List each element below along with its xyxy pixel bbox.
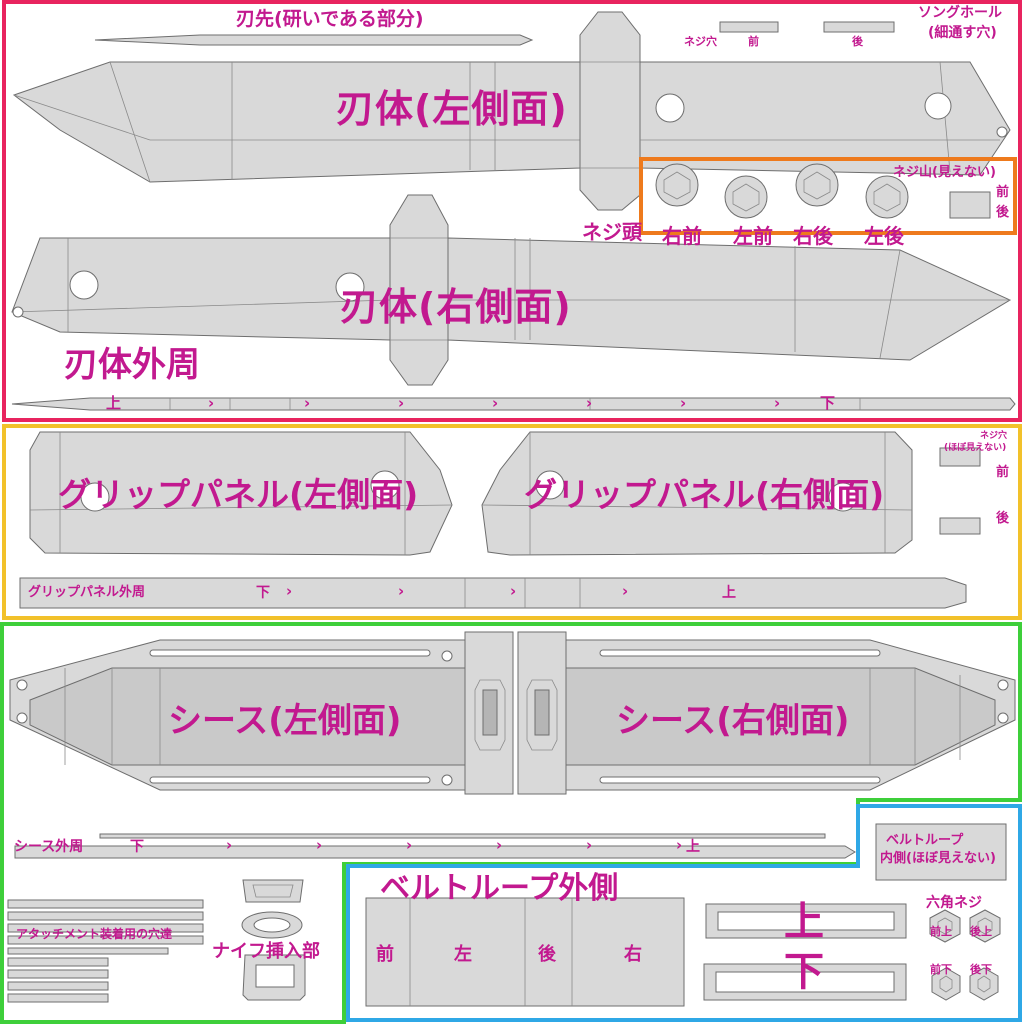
tang-hole-label-line1: ソングホール: [918, 5, 1002, 21]
belt-side-front: 前: [376, 944, 394, 965]
hex-back-up: 後上: [970, 925, 992, 938]
grip-arrow-1: ›: [286, 582, 293, 600]
hex-screw-meshes: [929, 909, 1001, 1001]
grip-hole-label: ネジ穴: [980, 431, 1008, 441]
blade-arrow-4: ›: [492, 394, 499, 412]
grip-perimeter-down: 下: [256, 585, 270, 601]
blade-arrow-6: ›: [680, 394, 687, 412]
screw-thread-label: ネジ山(見えない): [893, 165, 996, 180]
attachment-holes-meshes: [7, 899, 204, 1003]
screw-head-right-back: 右後: [793, 224, 833, 248]
blade-arrow-5: ›: [586, 394, 593, 412]
screw-head-label: ネジ頭: [582, 220, 642, 244]
grip-hole-sub: (ほぼ見えない): [944, 443, 1007, 453]
screw-thread-front: 前: [996, 185, 1010, 200]
belt-outer-mesh: [365, 897, 685, 1007]
blade-arrow-2: ›: [304, 394, 311, 412]
sheath-right-mesh: [517, 631, 1016, 795]
hex-front-up: 前上: [930, 925, 952, 938]
sheath-left-label: シース(左側面): [168, 701, 402, 741]
grip-left-mesh: [29, 431, 453, 556]
screw-hole-strips: [719, 21, 991, 219]
sheath-perimeter-down: 下: [130, 839, 144, 855]
knife-insert-label: ナイフ挿入部: [212, 941, 320, 962]
sheath-arrow-1: ›: [226, 836, 233, 854]
grip-screw-strips: [939, 447, 981, 535]
belt-side-right: 右: [624, 944, 642, 965]
sheath-arrow-5: ›: [586, 836, 593, 854]
screw-head-left-back: 左後: [864, 224, 904, 248]
sheath-right-label: シース(右側面): [616, 701, 850, 741]
blade-left-mesh: [12, 11, 1011, 211]
screw-head-right-front: 右前: [662, 224, 702, 248]
belt-inner-mesh: [875, 823, 1007, 881]
tang-hole-label-line2: (細通す穴): [928, 25, 997, 41]
belt-loop-up-down-meshes: [703, 903, 907, 1001]
sheath-arrow-4: ›: [496, 836, 503, 854]
hex-screw-label: 六角ネジ: [926, 895, 982, 911]
screw-head-left-front: 左前: [733, 224, 773, 248]
screw-frame: [639, 157, 1017, 235]
grip-perimeter-strip: [19, 577, 967, 609]
blade-right-mesh: [11, 194, 1012, 386]
screw-hole-front: 前: [748, 35, 759, 48]
grip-hole-front: 前: [996, 465, 1010, 480]
blade-perimeter-up: 上: [106, 394, 122, 412]
sheath-perimeter-up: 上: [686, 839, 700, 855]
sheath-perimeter-label: シース外周: [14, 839, 84, 855]
grip-right-label: グリップパネル(右側面): [524, 475, 885, 514]
grip-arrow-2: ›: [398, 582, 405, 600]
blade-left-label: 刃体(左側面): [336, 87, 568, 131]
screw-hole-label: ネジ穴: [684, 35, 717, 48]
blade-edge-strip: [94, 34, 534, 46]
belt-up-label: 上: [784, 899, 824, 945]
grip-left-label: グリップパネル(左側面): [58, 475, 419, 514]
blade-perimeter-label: 刃体外周: [64, 345, 200, 385]
belt-inner-label-line1: ベルトループ: [886, 833, 964, 848]
belt-outer-label: ベルトループ外側: [380, 871, 619, 906]
belt-inner-label-line2: 内側(ほぼ見えない): [880, 851, 996, 866]
belt-side-left: 左: [454, 944, 472, 965]
knife-insert-meshes: [241, 879, 306, 1001]
attachment-holes-label: アタッチメント装着用の穴達: [16, 927, 173, 941]
grip-hole-back: 後: [996, 511, 1010, 526]
sheath-arrow-6: ›: [676, 836, 683, 854]
screw-hole-back: 後: [852, 35, 863, 48]
hex-front-down: 前下: [930, 963, 952, 976]
grip-frame: [2, 424, 1022, 620]
hex-back-down: 後下: [970, 963, 992, 976]
grip-right-mesh: [481, 431, 913, 556]
blade-arrow-7: ›: [774, 394, 781, 412]
grip-arrow-3: ›: [510, 582, 517, 600]
belt-side-back: 後: [538, 944, 556, 965]
grip-arrow-4: ›: [622, 582, 629, 600]
sheath-arrow-2: ›: [316, 836, 323, 854]
sheath-perimeter-strip: [14, 833, 856, 859]
blade-arrow-3: ›: [398, 394, 405, 412]
sheath-arrow-3: ›: [406, 836, 413, 854]
grip-perimeter-up: 上: [722, 585, 736, 601]
screw-head-meshes: [655, 163, 909, 219]
blade-edge-label: 刃先(研いである部分): [236, 8, 424, 30]
screw-thread-back: 後: [996, 205, 1010, 220]
blade-right-label: 刃体(右側面): [340, 285, 572, 329]
grip-perimeter-label: グリップパネル外周: [28, 585, 146, 600]
blade-perimeter-down: 下: [820, 394, 836, 412]
blade-perimeter-strip: [11, 397, 1016, 411]
belt-frame: [346, 804, 1022, 1022]
blade-frame: [2, 0, 1022, 422]
blade-arrow-1: ›: [208, 394, 215, 412]
belt-down-label: 下: [784, 949, 824, 995]
sheath-left-mesh: [9, 631, 514, 795]
